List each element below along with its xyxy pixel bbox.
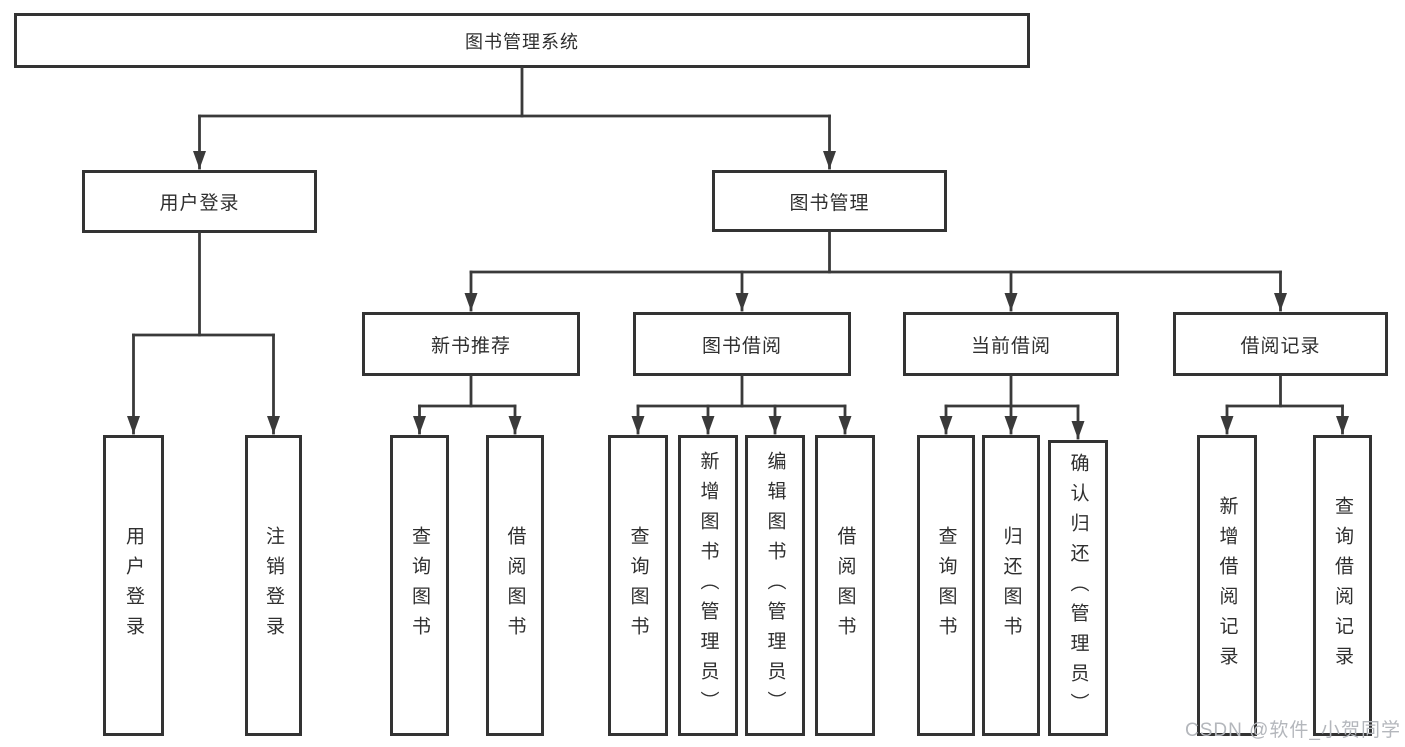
watermark: CSDN @软件_小贺同学 <box>1185 720 1401 741</box>
leaf-query-books-borrow: 查询图书 <box>608 435 668 736</box>
leaf-borrow-books-recommend: 借阅图书 <box>486 435 544 736</box>
leaf-query-borrow-record: 查询借阅记录 <box>1313 435 1372 736</box>
leaf-return-book-label: 归还图书 <box>1000 525 1022 646</box>
leaf-borrow-books-label: 借阅图书 <box>834 525 856 646</box>
leaf-logout-label: 注销登录 <box>263 525 284 646</box>
node-book-management: 图书管理 <box>712 170 947 232</box>
node-user-login: 用户登录 <box>82 170 317 233</box>
leaf-query-books-borrow-label: 查询图书 <box>627 525 649 646</box>
node-book-borrowing: 图书借阅 <box>633 312 851 376</box>
node-new-book-recommend-label: 新书推荐 <box>430 335 511 357</box>
leaf-add-borrow-record: 新增借阅记录 <box>1197 435 1257 736</box>
node-book-management-label: 图书管理 <box>789 192 870 214</box>
leaf-add-book-admin-label: 新增图书（管理员） <box>697 450 719 721</box>
node-root-label: 图书管理系统 <box>465 31 579 52</box>
leaf-user-login-label: 用户登录 <box>123 525 144 646</box>
node-book-borrowing-label: 图书借阅 <box>701 335 782 357</box>
leaf-borrow-books: 借阅图书 <box>815 435 875 736</box>
node-borrowing-records: 借阅记录 <box>1173 312 1388 376</box>
leaf-user-login: 用户登录 <box>103 435 164 736</box>
leaf-add-book-admin: 新增图书（管理员） <box>678 435 738 736</box>
node-current-borrowing-label: 当前借阅 <box>970 335 1051 357</box>
node-borrowing-records-label: 借阅记录 <box>1240 335 1321 357</box>
leaf-query-books-recommend-label: 查询图书 <box>409 525 430 646</box>
node-new-book-recommend: 新书推荐 <box>362 312 580 376</box>
node-root: 图书管理系统 <box>14 13 1030 68</box>
leaf-query-books-current-label: 查询图书 <box>935 525 957 646</box>
leaf-edit-book-admin-label: 编辑图书（管理员） <box>764 450 786 721</box>
leaf-logout: 注销登录 <box>245 435 302 736</box>
leaf-confirm-return-admin-label: 确认归还（管理员） <box>1067 453 1089 723</box>
node-user-login-label: 用户登录 <box>159 193 240 214</box>
leaf-return-book: 归还图书 <box>982 435 1040 736</box>
leaf-add-borrow-record-label: 新增借阅记录 <box>1216 495 1238 676</box>
leaf-query-books-current: 查询图书 <box>917 435 975 736</box>
leaf-query-books-recommend: 查询图书 <box>390 435 449 736</box>
leaf-confirm-return-admin: 确认归还（管理员） <box>1048 440 1108 736</box>
leaf-query-borrow-record-label: 查询借阅记录 <box>1332 495 1353 676</box>
leaf-edit-book-admin: 编辑图书（管理员） <box>745 435 805 736</box>
node-current-borrowing: 当前借阅 <box>903 312 1119 376</box>
leaf-borrow-books-recommend-label: 借阅图书 <box>504 525 526 646</box>
